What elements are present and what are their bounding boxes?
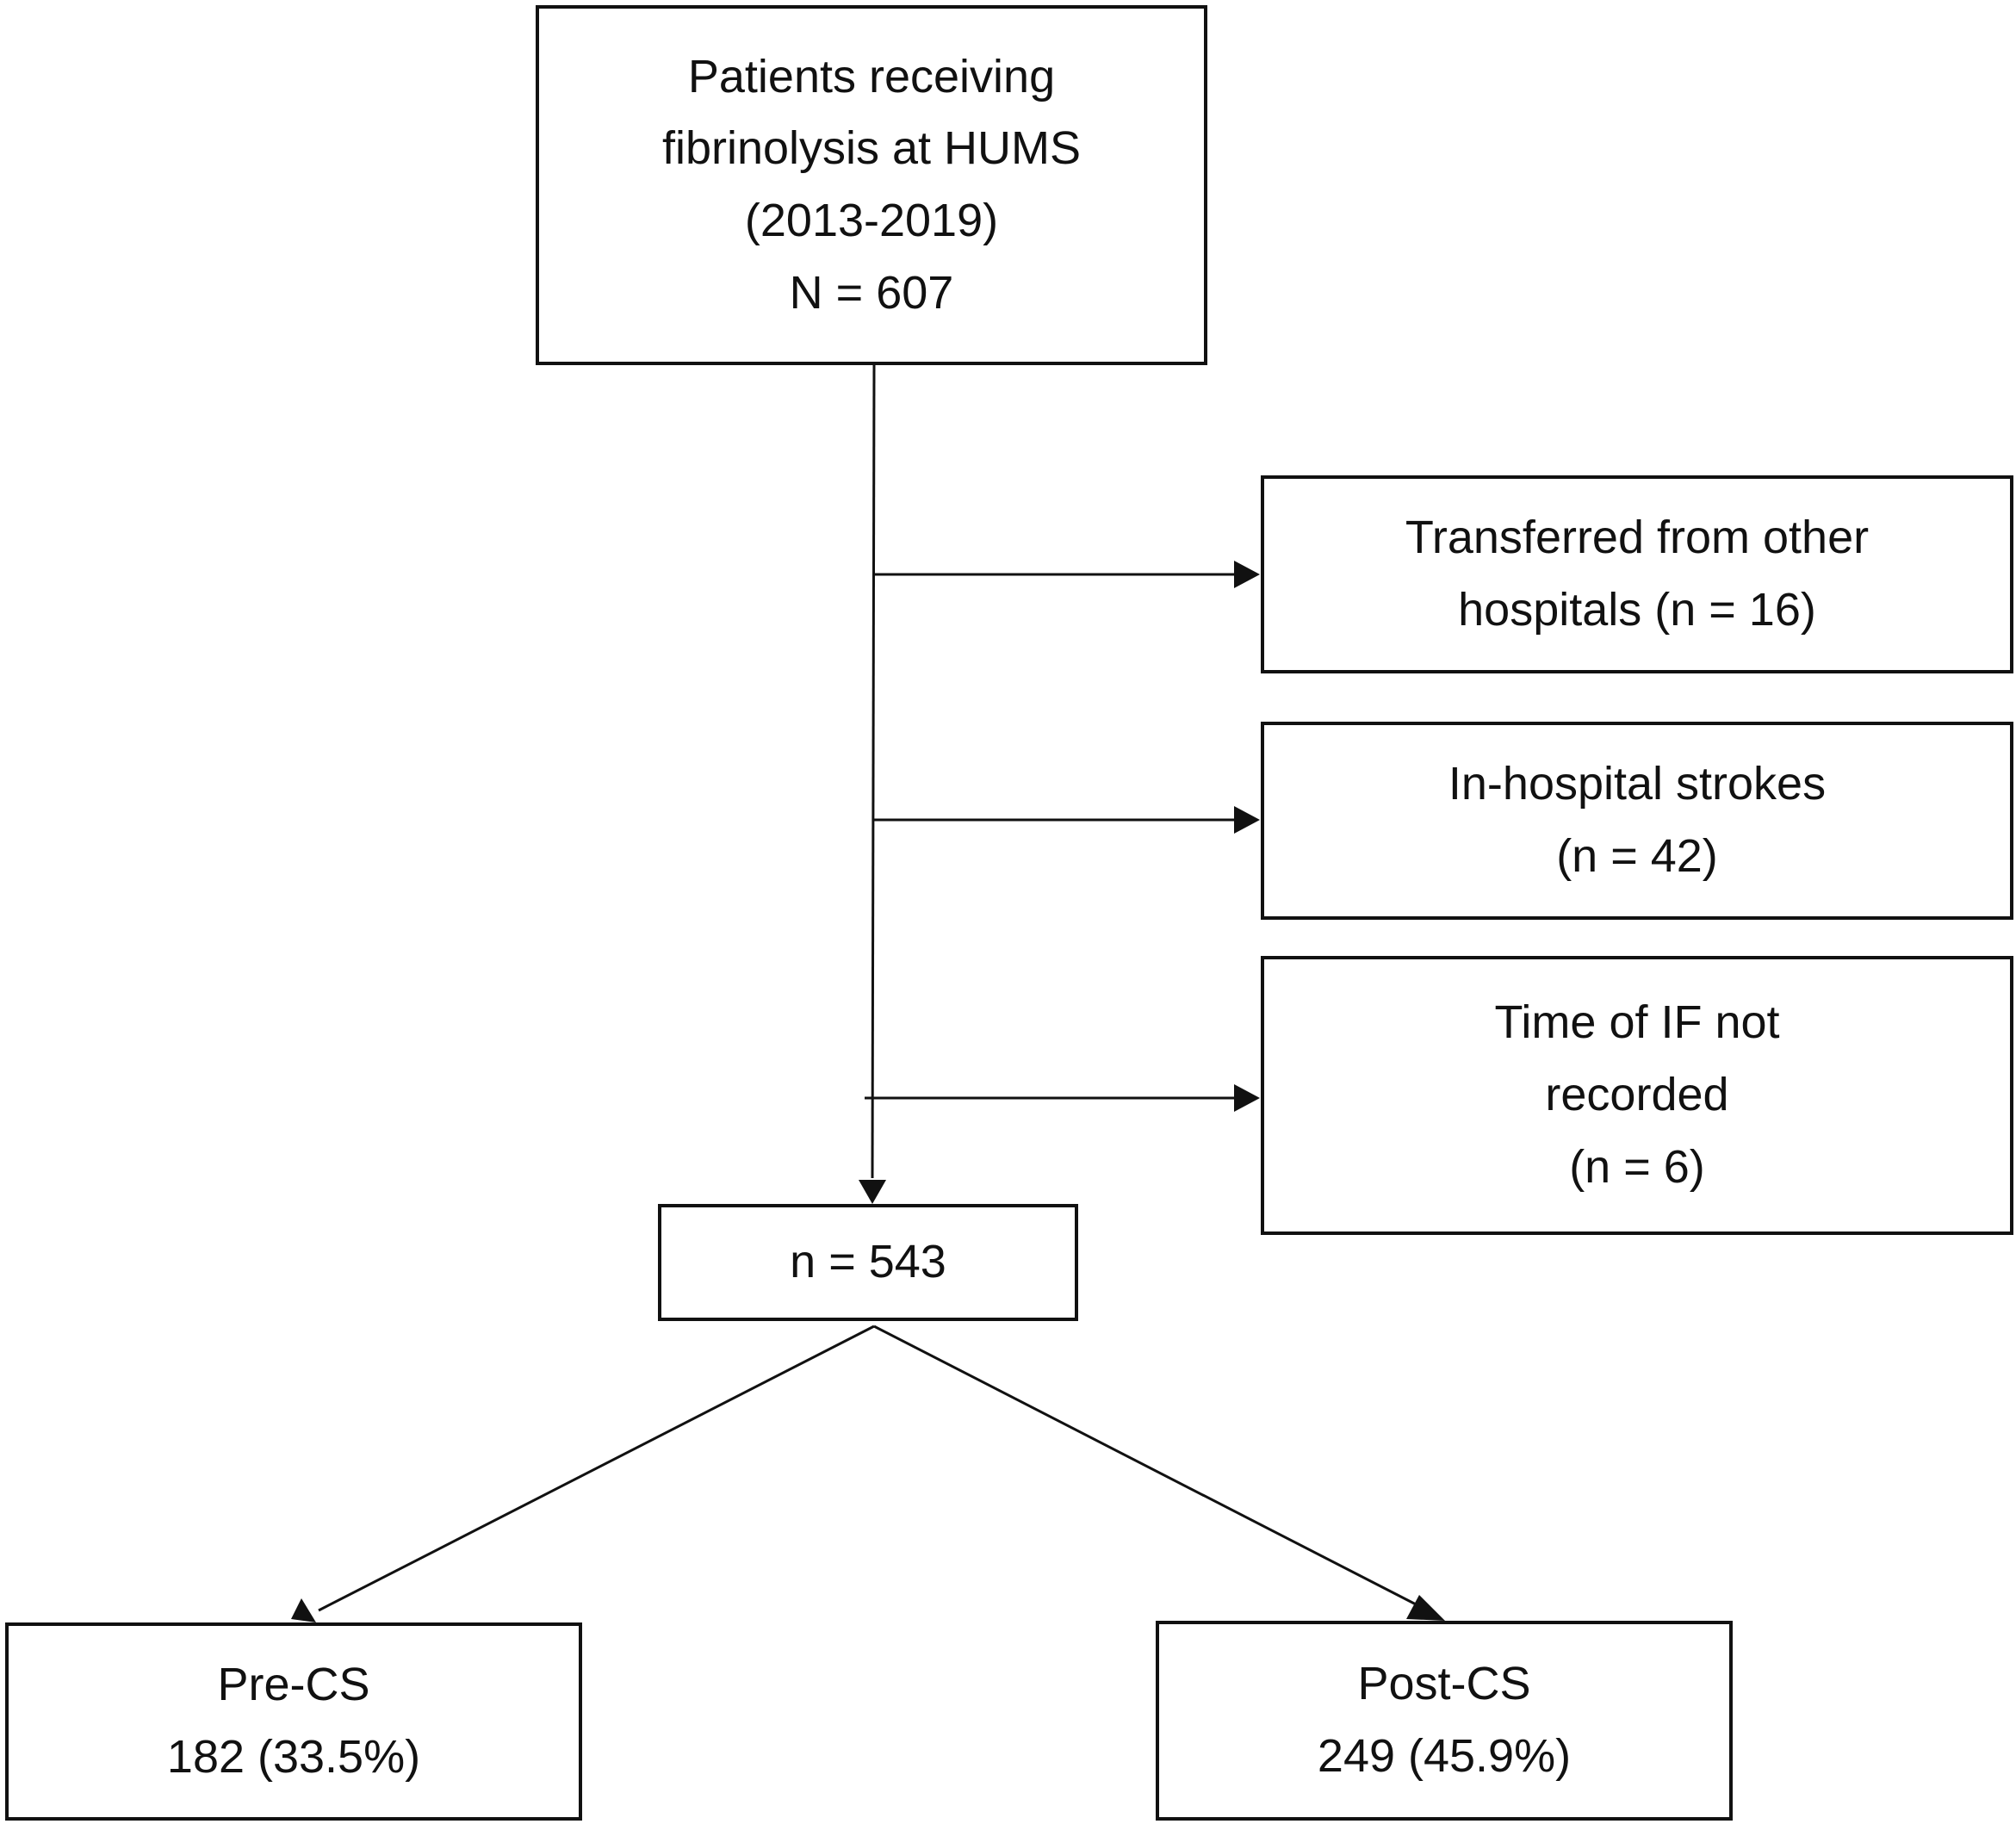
main-flow-line [871, 364, 876, 1179]
post-cs-label: Post-CS [1357, 1658, 1531, 1710]
eligible-patients-line-3: (2013-2019) [744, 195, 999, 246]
arrowhead-to-pre-cs [291, 1598, 316, 1622]
exclusion-box-in-hospital: In-hospital strokes (n = 42) [1261, 722, 2013, 920]
eligible-patients-line-1: Patients receiving [687, 50, 1056, 102]
split-line-right [873, 1325, 1422, 1609]
exclusion-arrowhead-3 [1234, 1084, 1260, 1112]
eligible-patients-box: Patients receiving fibrinolysis at HUMS … [536, 5, 1207, 365]
exclusion-arrowhead-1 [1234, 561, 1260, 588]
split-line-left [318, 1325, 875, 1612]
post-cs-count: 249 (45.9%) [1317, 1730, 1572, 1782]
pre-cs-count: 182 (33.5%) [166, 1731, 421, 1783]
arrowhead-to-included [859, 1180, 886, 1204]
exclusion-transferred-line-1: Transferred from other [1405, 512, 1870, 564]
exclusion-transferred-line-2: hospitals (n = 16) [1458, 584, 1816, 636]
arrowhead-to-post-cs [1406, 1595, 1445, 1621]
included-patients-line: n = 543 [790, 1236, 946, 1288]
post-cs-box: Post-CS 249 (45.9%) [1156, 1621, 1733, 1821]
exclusion-box-transferred: Transferred from other hospitals (n = 16… [1261, 475, 2013, 673]
included-patients-box: n = 543 [658, 1204, 1078, 1321]
exclusion-time-line-2: recorded [1545, 1069, 1729, 1121]
exclusion-time-line-1: Time of IF not [1494, 996, 1780, 1049]
exclusion-arrowhead-2 [1234, 806, 1260, 834]
eligible-patients-line-4: N = 607 [789, 266, 954, 319]
exclusion-time-line-3: (n = 6) [1569, 1140, 1705, 1193]
exclusion-box-time-not-recorded: Time of IF not recorded (n = 6) [1261, 956, 2013, 1235]
exclusion-in-hospital-line-2: (n = 42) [1556, 830, 1718, 882]
pre-cs-label: Pre-CS [217, 1659, 370, 1711]
exclusion-in-hospital-line-1: In-hospital strokes [1448, 758, 1827, 810]
eligible-patients-line-2: fibrinolysis at HUMS [661, 122, 1082, 175]
pre-cs-box: Pre-CS 182 (33.5%) [5, 1622, 582, 1821]
